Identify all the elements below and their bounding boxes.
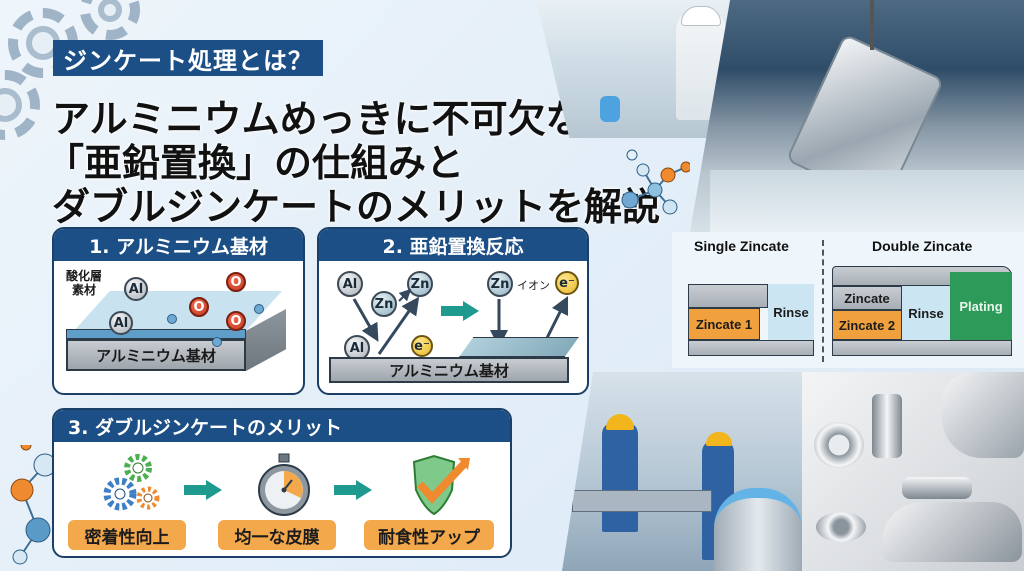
hard-hat (606, 414, 634, 430)
molecule-icon (621, 149, 690, 215)
oxide-label-line-2: 素材 (72, 283, 97, 297)
topic-tag: ジンケート処理とは？ (53, 40, 323, 76)
plated-parts-photo (802, 372, 1024, 571)
hook (870, 0, 874, 50)
chrome-part (816, 512, 866, 542)
al-atom: Al (109, 311, 133, 335)
title-line-2: 「亜鉛置換」の仕組みと (46, 141, 465, 185)
plating-tank-photo (690, 0, 1024, 232)
double-rinse-block: Rinse (902, 286, 950, 340)
single-top-slab (688, 284, 768, 308)
double-plating-block: Plating (950, 272, 1012, 340)
zn-atom: Zn (371, 291, 397, 317)
stopwatch-icon (258, 453, 310, 516)
process-arrow-icon (441, 301, 481, 321)
ion-label: イオン (517, 279, 550, 292)
particle-dot (212, 337, 222, 347)
panel-aluminum-substrate: 1. アルミニウム基材 アルミニウム基材 酸化層 素材 Al Al O O O (52, 227, 305, 395)
benefit-badge-corrosion: 耐食性アップ (364, 520, 494, 550)
divider-dashed (822, 240, 824, 362)
base-label: アルミニウム基材 (329, 357, 569, 383)
double-zincate-block: Zincate (832, 286, 902, 310)
gear-decoration-icon (80, 0, 140, 40)
car-model (882, 502, 1022, 562)
double-zincate-title: Double Zincate (872, 238, 973, 254)
particle-dot (254, 304, 264, 314)
hard-hat (681, 6, 721, 26)
o-atom: O (226, 311, 246, 331)
title-line-1: アルミニウムめっきに不可欠な (52, 97, 584, 141)
panel-1-title: 1. アルミニウム基材 (54, 229, 303, 261)
arrow-icon (334, 480, 374, 500)
oxide-label: 酸化層 素材 (66, 269, 102, 297)
zincate-comparison-diagram: Single Zincate Double Zincate Zincate 1 … (672, 232, 1024, 368)
panel-3-title: 3. ダブルジンケートのメリット (54, 410, 510, 442)
single-zincate-1-block: Zincate 1 (688, 308, 760, 340)
oxide-layer (66, 329, 246, 339)
car-body (942, 372, 1024, 458)
panel-double-zincate-benefits: 3. ダブルジンケートのメリット 密着性向上 均一な皮膜 耐食性アップ (52, 408, 512, 558)
electron: e⁻ (411, 335, 433, 357)
worker-figure (602, 422, 638, 532)
double-zincate-2-block: Zincate 2 (832, 310, 902, 340)
o-atom: O (226, 272, 246, 292)
solution-surface (710, 170, 1024, 232)
al-atom: Al (124, 277, 148, 301)
conveyor (572, 490, 712, 512)
zn-atom: Zn (407, 271, 433, 297)
chrome-part (814, 422, 864, 468)
benefit-badge-uniform-film: 均一な皮膜 (218, 520, 336, 550)
hard-hat (706, 432, 732, 446)
electron: e⁻ (555, 271, 579, 295)
single-base-slab (688, 340, 814, 356)
title-line-3: ダブルジンケートのメリットを解説 (52, 185, 661, 229)
factory-workers-illustration (562, 372, 802, 571)
zn-ion-atom: Zn (487, 271, 513, 297)
chrome-part (902, 477, 972, 499)
gears-icon (103, 454, 160, 511)
zinc-film (459, 337, 579, 357)
single-rinse-block: Rinse (768, 284, 814, 340)
single-zincate-title: Single Zincate (694, 238, 789, 254)
gear-decoration-icon (0, 70, 40, 140)
chrome-part (872, 394, 902, 458)
panel-2-title: 2. 亜鉛置換反応 (319, 229, 587, 261)
shield-check-icon (412, 454, 470, 516)
molecule-icon (10, 445, 57, 565)
al-atom: Al (337, 271, 363, 297)
particle-dot (167, 314, 177, 324)
benefit-badge-adhesion: 密着性向上 (68, 520, 186, 550)
double-base-slab (832, 340, 1012, 356)
panel-zinc-replacement: 2. 亜鉛置換反応 Al Zn Zn Al e⁻ Zn イオン e⁻ アルミニウ… (317, 227, 589, 395)
arrow-icon (184, 480, 224, 500)
oxide-label-line-1: 酸化層 (66, 269, 103, 283)
flask (600, 96, 620, 122)
plating-vat (714, 488, 802, 571)
o-atom: O (189, 297, 209, 317)
oxide-surface (72, 291, 282, 333)
